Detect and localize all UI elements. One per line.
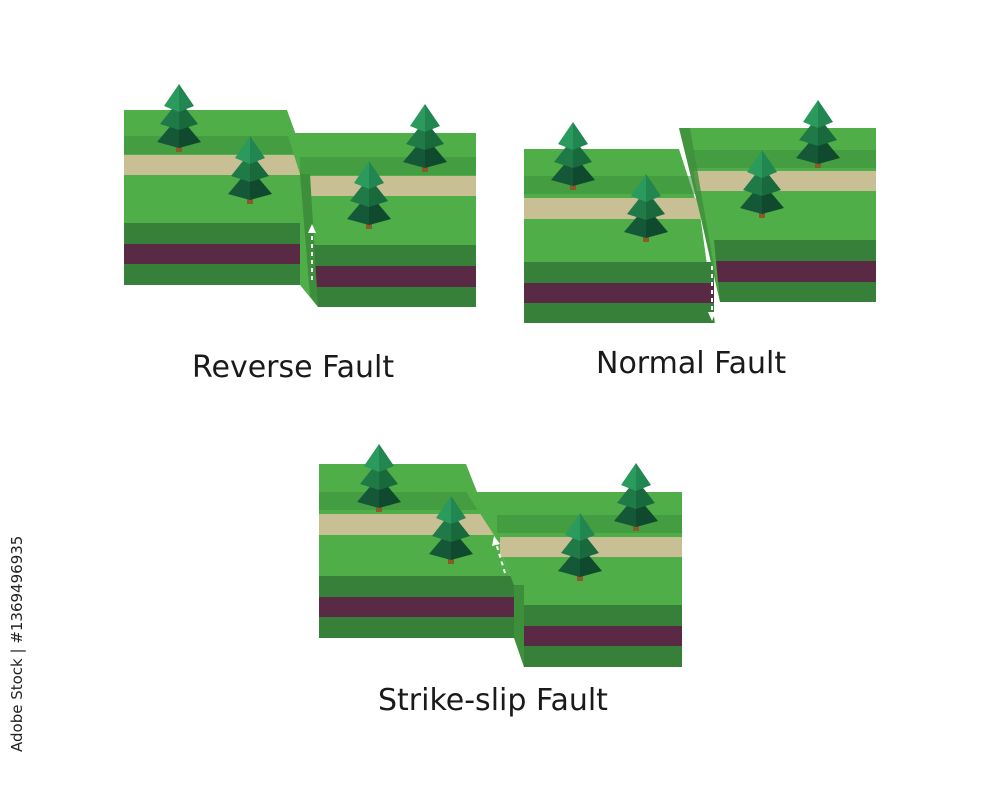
top-band bbox=[319, 492, 494, 510]
rock-layer-green-lower bbox=[124, 264, 310, 285]
strike-slip-fault-diagram bbox=[319, 464, 682, 667]
normal-motion-arrow bbox=[708, 266, 716, 321]
rock-layer-green bbox=[310, 245, 476, 266]
reverse-motion-arrow bbox=[308, 224, 316, 280]
rock-layer-purple bbox=[716, 261, 876, 282]
rock-layer-green-lower bbox=[718, 282, 876, 302]
strike-left-block bbox=[319, 464, 514, 638]
strike-motion-arrow bbox=[492, 536, 506, 574]
reverse-fault-label: Reverse Fault bbox=[192, 350, 395, 385]
path-strip bbox=[124, 155, 305, 175]
rock-layer-purple bbox=[319, 597, 514, 617]
rock-layer-green bbox=[319, 576, 514, 597]
normal-right-block bbox=[679, 128, 876, 302]
top-band bbox=[690, 150, 876, 168]
path-strip bbox=[524, 198, 704, 219]
strike-slip-fault-label: Strike-slip Fault bbox=[378, 683, 608, 718]
rock-layer-green-lower bbox=[319, 617, 514, 638]
fault-face bbox=[300, 174, 318, 307]
path-strip bbox=[693, 171, 876, 191]
rock-layer-green bbox=[524, 262, 714, 283]
path-strip bbox=[319, 514, 497, 535]
top-band bbox=[524, 176, 700, 194]
stock-id-watermark: Adobe Stock | #1369496935 bbox=[8, 535, 26, 752]
reverse-left-block bbox=[124, 110, 310, 285]
rock-layer-green bbox=[517, 605, 682, 626]
rock-layer-purple bbox=[519, 626, 682, 646]
rock-layer-green bbox=[124, 223, 310, 244]
normal-left-block bbox=[524, 149, 715, 323]
normal-fault-diagram bbox=[524, 128, 876, 323]
fault-face bbox=[514, 585, 524, 667]
rock-layer-green-lower bbox=[524, 303, 714, 323]
rock-layer-purple bbox=[124, 244, 310, 264]
path-strip bbox=[303, 176, 476, 196]
rock-layer-green bbox=[714, 240, 876, 261]
rock-layer-green-lower bbox=[521, 646, 682, 667]
rock-layer-purple bbox=[524, 283, 714, 303]
normal-fault-label: Normal Fault bbox=[596, 346, 787, 381]
strike-right-block bbox=[466, 492, 682, 667]
rock-layer-purple bbox=[314, 266, 476, 287]
top-band bbox=[124, 136, 310, 154]
rock-layer-green-lower bbox=[316, 287, 476, 307]
top-band bbox=[300, 157, 476, 175]
